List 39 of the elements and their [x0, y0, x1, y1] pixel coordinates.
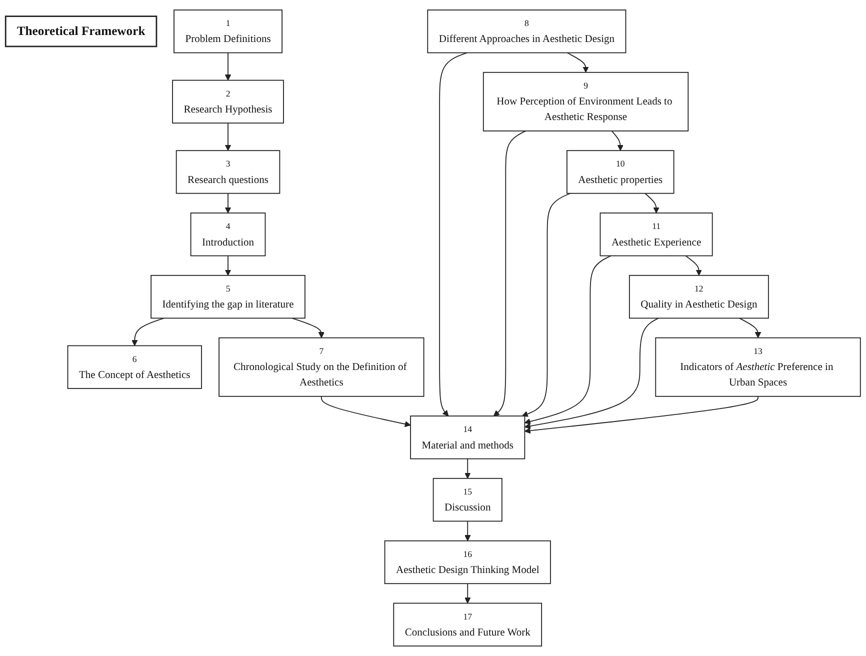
arrow: [566, 52, 589, 73]
arrow: [224, 52, 232, 81]
arrow: [464, 520, 471, 542]
arrow: [132, 318, 164, 346]
arrow: [685, 255, 702, 276]
arrow: [464, 583, 471, 604]
arrow: [292, 318, 324, 338]
node-box: 4 Introduction: [190, 212, 266, 256]
arrow: [320, 396, 411, 428]
arrow: [224, 255, 232, 276]
node-box: 12 Quality in Aesthetic Design: [628, 274, 769, 319]
node-box: 5 Identifying the gap in literature: [150, 274, 306, 319]
arrow: [644, 192, 660, 214]
arrow: [493, 130, 526, 416]
node-box: 8 Different Approaches in Aesthetic Design: [427, 10, 626, 54]
arrow: [439, 52, 468, 416]
node-box: 15 Discussion: [432, 478, 502, 522]
arrow: [522, 192, 571, 417]
node-box: 2 Research Hypothesis: [172, 80, 284, 124]
arrow: [464, 458, 471, 479]
arrow: [524, 255, 612, 424]
node-box: 13 Indicators of Aesthetic Preference in Urban Spaces: [655, 337, 861, 397]
node-box: 17 Conclusions and Future Work: [393, 602, 542, 646]
node-box: 14 Material and methods: [410, 416, 526, 460]
node-box: 6 The Concept of Aesthetics: [67, 345, 202, 389]
arrow: [524, 318, 659, 430]
arrow: [738, 318, 762, 338]
node-box: 1 Problem Definitions: [174, 10, 282, 54]
node-box: 3 Research questions: [176, 150, 280, 194]
arrow: [224, 192, 232, 214]
node-box: 11 Aesthetic Experience: [600, 212, 713, 256]
node-box: 16 Aesthetic Design Thinking Model: [384, 540, 551, 584]
arrow: [524, 396, 758, 434]
node-box: Theoretical Framework: [4, 16, 158, 48]
arrow: [611, 130, 624, 151]
node-box: 10 Aesthetic properties: [566, 150, 674, 194]
node-box: 9 How Perception of Environment Leads to Aesthetic Response: [482, 72, 689, 132]
node-box: 7 Chronological Study on the Definition of Aesthetics: [218, 337, 424, 397]
arrow: [224, 122, 232, 151]
